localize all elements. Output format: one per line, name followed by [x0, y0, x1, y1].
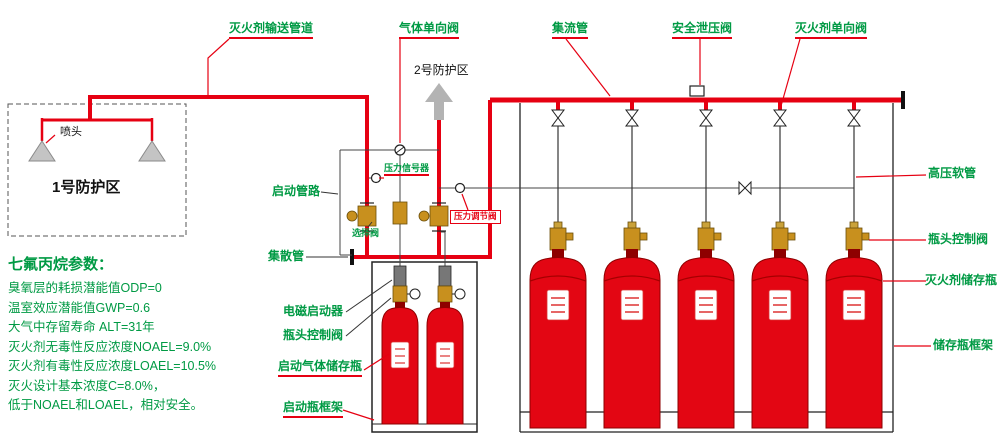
pressure-gauge-icon — [454, 288, 466, 300]
leader-lines-red — [45, 38, 931, 421]
agent-cylinder — [825, 100, 883, 429]
agent-cylinder — [529, 100, 587, 429]
params-block: 臭氧层的耗损潜能值ODP=0 温室效应潜能值GWP=0.6 大气中存留寿命 AL… — [8, 279, 216, 416]
gas-check-valve-symbol — [394, 144, 406, 156]
param-line: 低于NOAEL和LOAEL，相对安全。 — [8, 398, 204, 412]
safety-relief-valve-symbol — [689, 85, 705, 97]
label-pressure-regulator: 压力调节阀 — [450, 210, 501, 224]
cylinder-body — [529, 257, 587, 429]
label-head-control-valve: 瓶头控制阀 — [928, 232, 989, 246]
head-control-valve-symbol — [845, 227, 863, 251]
agent-check-valve-symbol — [847, 109, 861, 119]
label-collecting-pipe: 集流管 — [552, 21, 589, 39]
label-hp-hose: 高压软管 — [928, 166, 977, 180]
head-control-valve-symbol — [549, 227, 567, 251]
cylinder-body — [603, 257, 661, 429]
zone1-boundary — [7, 103, 187, 237]
head-control-valve-symbol — [623, 227, 641, 251]
label-starter-gas-bottle: 启动气体储存瓶 — [278, 359, 363, 377]
agent-cylinder — [603, 100, 661, 429]
head-control-valve-symbol — [697, 227, 715, 251]
pilot-check-valve-symbol — [738, 180, 752, 196]
pipe-end-caps — [350, 91, 905, 265]
label-selector-valve: 选择阀 — [352, 228, 380, 238]
label-gas-check-valve: 气体单向阀 — [399, 21, 460, 39]
label-start-pipeline: 启动管路 — [272, 184, 321, 198]
leader-lines-dark — [306, 191, 393, 337]
pressure-gauge-icon — [409, 288, 421, 300]
zone2-arrow-icon — [425, 83, 453, 120]
starter-head-valve-symbol — [392, 285, 408, 303]
param-line: 温室效应潜能值GWP=0.6 — [8, 300, 151, 315]
label-distribution-pipe: 集散管 — [268, 249, 305, 263]
cylinder-body — [677, 257, 735, 429]
agent-check-valve-symbol — [551, 109, 565, 119]
label-zone2: 2号防护区 — [414, 63, 469, 77]
label-starter-bottle-frame: 启动瓶框架 — [283, 400, 344, 418]
starter-bottles — [381, 265, 466, 425]
agent-check-valve-symbol — [699, 109, 713, 119]
nozzle-icon — [28, 140, 166, 162]
red-piping — [40, 95, 903, 259]
param-line: 灭火剂有毒性反应浓度LOAEL=10.5% — [8, 359, 217, 373]
cylinder-body — [825, 257, 883, 429]
label-nozzle: 喷头 — [60, 126, 82, 138]
agent-cylinder — [677, 100, 735, 429]
param-line: 大气中存留寿命 ALT=31年 — [8, 320, 155, 334]
selector-valve-left — [346, 205, 377, 227]
agent-cylinder — [751, 100, 809, 429]
label-safety-relief-valve: 安全泄压阀 — [672, 21, 733, 39]
param-line: 臭氧层的耗损潜能值ODP=0 — [8, 281, 162, 295]
pipe-flanges — [360, 202, 446, 232]
label-zone1: 1号防护区 — [52, 179, 121, 196]
solenoid-actuator-symbol — [438, 265, 452, 287]
agent-check-valve-symbol — [625, 109, 639, 119]
param-line: 灭火设计基本浓度C=8.0%， — [8, 378, 166, 393]
cylinder-body — [751, 257, 809, 429]
pilot-device-symbol — [454, 182, 466, 194]
label-pressure-signal: 压力信号器 — [384, 163, 430, 177]
head-control-valve-symbol — [771, 227, 789, 251]
param-line: 灭火剂无毒性反应浓度NOAEL=9.0% — [8, 339, 212, 354]
agent-cylinders — [529, 100, 883, 429]
agent-check-valve-symbol — [773, 109, 787, 119]
pilot-fitting — [392, 201, 408, 225]
label-storage-bottle-frame: 储存瓶框架 — [933, 338, 994, 352]
selector-valve-right — [418, 205, 449, 227]
starter-gas-bottle — [381, 265, 421, 425]
label-starter-head-valve: 瓶头控制阀 — [283, 328, 344, 342]
label-agent-delivery-pipe: 灭火剂输送管道 — [229, 21, 314, 39]
label-agent-check-valve: 灭火剂单向阀 — [795, 21, 868, 39]
params-title: 七氟丙烷参数： — [8, 256, 114, 273]
starter-head-valve-symbol — [437, 285, 453, 303]
starter-gas-bottle — [426, 265, 466, 425]
label-agent-storage-bottle: 灭火剂储存瓶 — [925, 273, 998, 287]
solenoid-actuator-symbol — [393, 265, 407, 287]
label-solenoid-actuator: 电磁启动器 — [283, 304, 344, 318]
